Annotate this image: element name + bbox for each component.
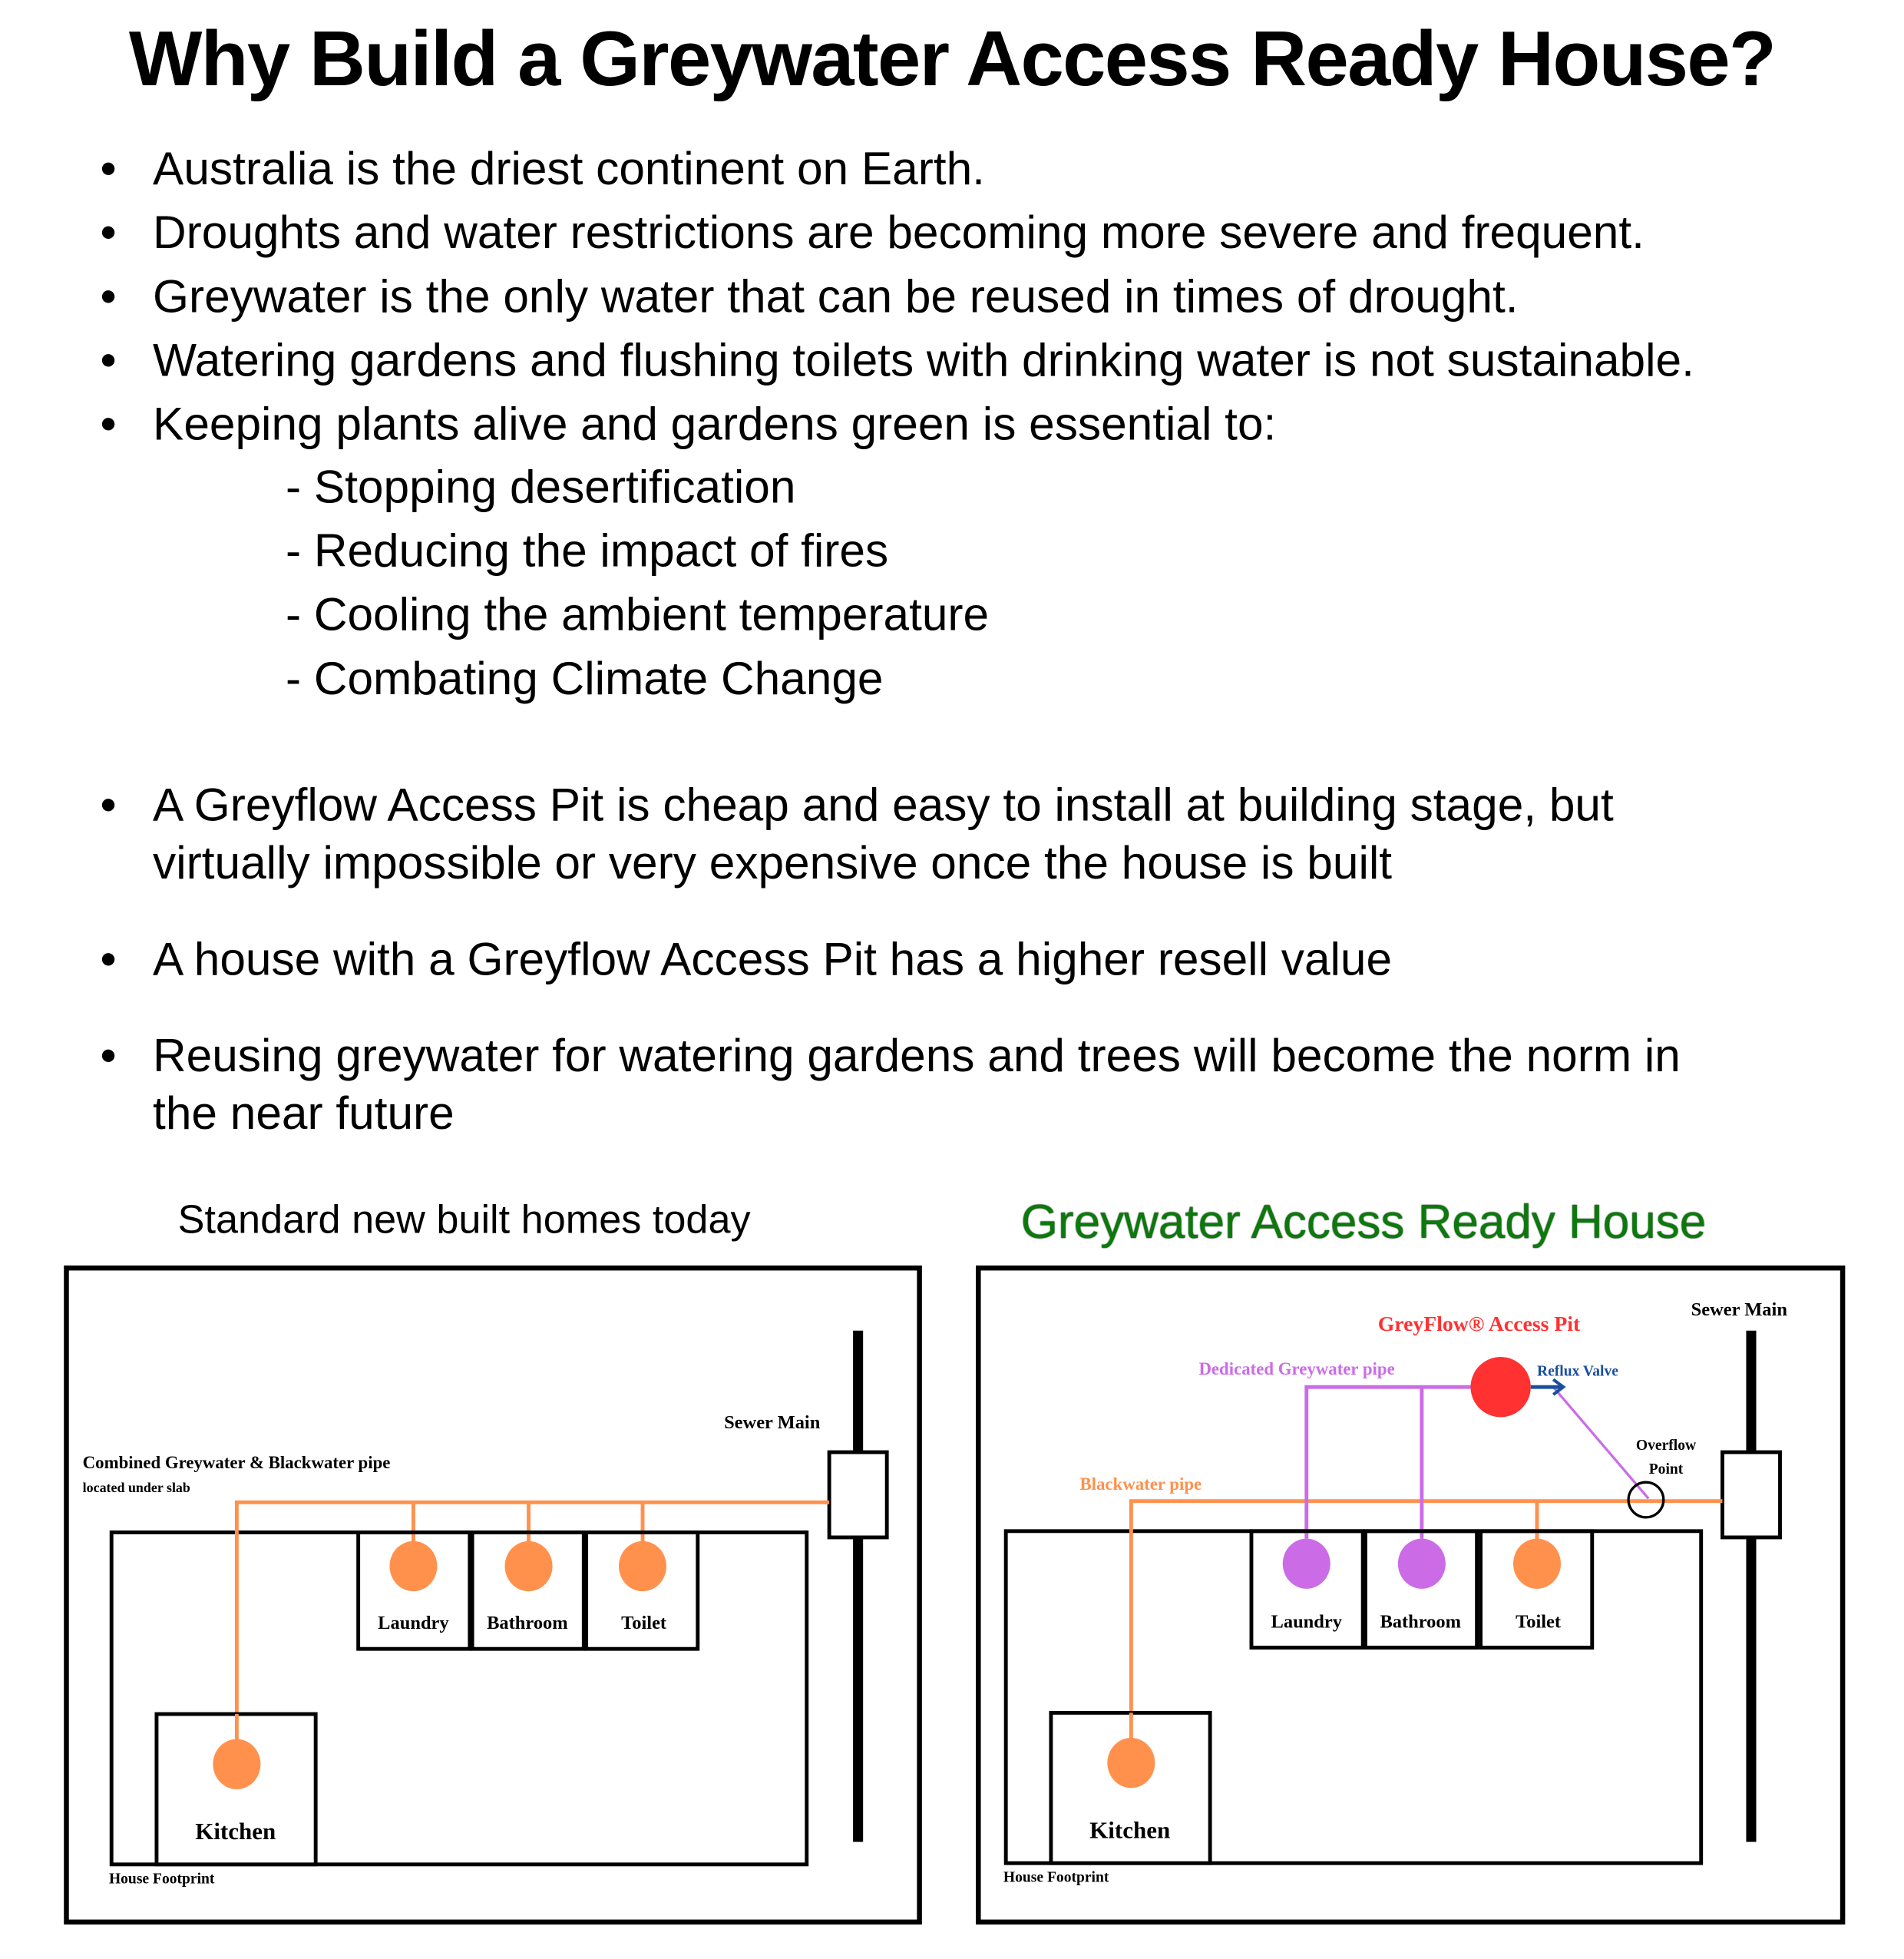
sewer-connection: [827, 1450, 889, 1540]
sub-item: - Cooling the ambient temperature: [286, 588, 990, 640]
sewer-label: Sewer Main: [724, 1412, 821, 1433]
drain-bathroom: [504, 1540, 553, 1592]
bullet-dot: •: [100, 207, 117, 259]
pit-label: GreyFlow® Access Pit: [1378, 1312, 1581, 1335]
bullet-text: Reusing greywater for watering gardens a…: [153, 1030, 1681, 1082]
blackwater-pipe: [1129, 1499, 1723, 1761]
access-pit: [1470, 1357, 1531, 1418]
combined-pipe: [234, 1500, 830, 1761]
bullet-text: Keeping plants alive and gardens green i…: [153, 398, 1277, 450]
drain-toilet: [1512, 1538, 1561, 1589]
sewer-connection: [1721, 1450, 1782, 1540]
bullet-dot: •: [100, 779, 117, 831]
room-laundry: [1249, 1529, 1365, 1650]
sub-item: - Combating Climate Change: [286, 653, 884, 704]
room-label: Laundry: [1271, 1611, 1342, 1632]
room-toilet: [1479, 1529, 1595, 1650]
bullet-text: Watering gardens and flushing toilets wi…: [153, 334, 1694, 386]
greywater-pipe-label: Dedicated Greywater pipe: [1198, 1359, 1394, 1378]
drain-kitchen: [213, 1739, 261, 1789]
room-bathroom: [470, 1530, 586, 1651]
diagram-frame: [976, 1265, 1846, 1925]
sewer-label: Sewer Main: [1691, 1299, 1788, 1320]
blackwater-pipe-label: Blackwater pipe: [1079, 1474, 1202, 1494]
room-label: Laundry: [378, 1613, 448, 1633]
bullet-text: A house with a Greyflow Access Pit has a…: [153, 933, 1393, 985]
greywater-pipe: [1304, 1385, 1479, 1539]
kitchen-label: Kitchen: [195, 1818, 276, 1845]
bullet-text: the near future: [153, 1087, 455, 1140]
left-diagram-caption: Standard new built homes today: [177, 1196, 751, 1242]
footprint-label: House Footprint: [1003, 1870, 1109, 1886]
bullet-dot: •: [100, 143, 117, 194]
drain-kitchen: [1107, 1738, 1155, 1789]
room-label: Bathroom: [1380, 1611, 1461, 1632]
footprint-label: House Footprint: [109, 1871, 215, 1887]
room-label: Toilet: [1516, 1611, 1562, 1632]
room-toilet: [584, 1530, 700, 1651]
bullet-dot: •: [100, 1030, 117, 1082]
room-label: Bathroom: [487, 1613, 568, 1633]
bullet-text: Greywater is the only water that can be …: [153, 270, 1519, 323]
bullet-text: A Greyflow Access Pit is cheap and easy …: [153, 779, 1614, 831]
reflux-label: Reflux Valve: [1537, 1363, 1618, 1379]
drain-bathroom: [1397, 1538, 1446, 1589]
page-title: Why Build a Greywater Access Ready House…: [128, 16, 1777, 103]
drain-toilet: [619, 1540, 667, 1592]
overflow-label: Overflow: [1636, 1438, 1697, 1454]
pipe-label: Combined Greywater & Blackwater pipe: [83, 1453, 391, 1472]
drain-laundry: [389, 1540, 438, 1592]
room-label: Toilet: [621, 1613, 667, 1633]
bullet-dot: •: [100, 933, 117, 985]
bullet-dot: •: [100, 334, 117, 386]
bullet-text: Droughts and water restrictions are beco…: [153, 207, 1645, 259]
bullet-text: virtually impossible or very expensive o…: [153, 836, 1393, 888]
bullet-text: Australia is the driest continent on Ear…: [153, 143, 985, 194]
drain-laundry: [1282, 1538, 1330, 1589]
bullet-dot: •: [100, 398, 117, 450]
overflow-label: Point: [1649, 1461, 1684, 1478]
right-diagram-caption: Greywater Access Ready House: [1020, 1196, 1707, 1249]
kitchen-label: Kitchen: [1089, 1817, 1170, 1844]
overflow-pipe: [1552, 1386, 1650, 1500]
pipe-note: located under slab: [83, 1480, 190, 1495]
bullet-dot: •: [100, 270, 117, 323]
room-laundry: [356, 1530, 472, 1651]
sub-item: - Stopping desertification: [286, 461, 796, 513]
sub-item: - Reducing the impact of fires: [286, 524, 889, 577]
overflow-point: [1627, 1481, 1665, 1519]
room-bathroom: [1363, 1529, 1479, 1650]
diagram-frame: [64, 1265, 922, 1925]
